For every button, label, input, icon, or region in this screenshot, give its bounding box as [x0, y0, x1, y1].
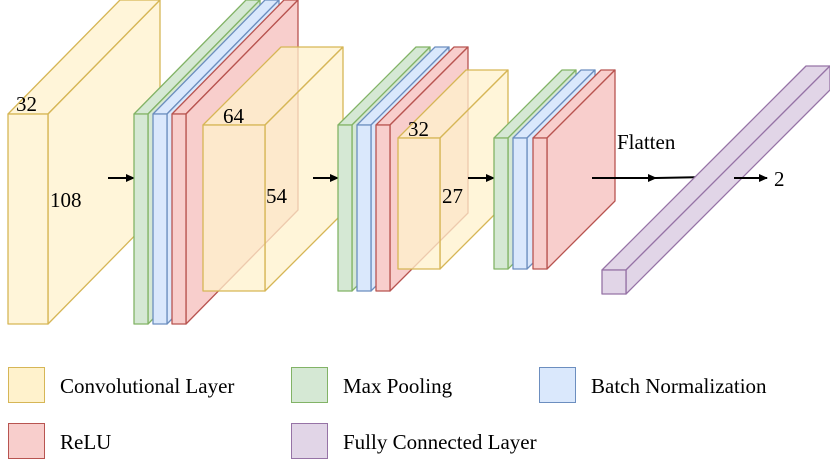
relu3-block-front — [532, 137, 548, 270]
relu-swatch — [8, 423, 45, 459]
conv1-block-front — [7, 113, 49, 325]
pool2-block-front — [337, 124, 353, 292]
bn1-block-front — [152, 113, 168, 325]
conv3-depth-label: 32 — [408, 117, 429, 141]
conv2-size-label: 54 — [266, 184, 287, 208]
legend-pool-label: Max Pooling — [343, 374, 453, 398]
legend-relu-label: ReLU — [60, 430, 112, 454]
batch-norm-swatch — [539, 367, 576, 403]
conv1-depth-label: 32 — [16, 92, 37, 116]
pool3-block-front — [493, 137, 509, 270]
bn2-block-front — [356, 124, 372, 292]
conv2-block-front — [202, 124, 266, 292]
conv1-size-label: 108 — [50, 188, 82, 212]
fully-connected-swatch — [291, 423, 328, 459]
conv2-depth-label: 64 — [223, 104, 244, 128]
fully-connected-block-side — [625, 65, 830, 295]
conv3-block-front — [397, 137, 441, 270]
relu1-block-front — [171, 113, 187, 325]
legend-conv-label: Convolutional Layer — [60, 374, 235, 398]
fully-connected-block-front — [601, 269, 627, 295]
relu2-block-front — [375, 124, 391, 292]
conv-layer-swatch — [8, 367, 45, 403]
bn3-block-front — [512, 137, 528, 270]
legend-fc-label: Fully Connected Layer — [343, 430, 537, 454]
flatten-label: Flatten — [617, 130, 676, 154]
pool1-block-front — [133, 113, 149, 325]
max-pooling-swatch — [291, 367, 328, 403]
fully-connected-block-top — [601, 65, 830, 271]
conv3-size-label: 27 — [442, 184, 463, 208]
legend-bn-label: Batch Normalization — [591, 374, 767, 398]
output-label: 2 — [774, 167, 785, 191]
